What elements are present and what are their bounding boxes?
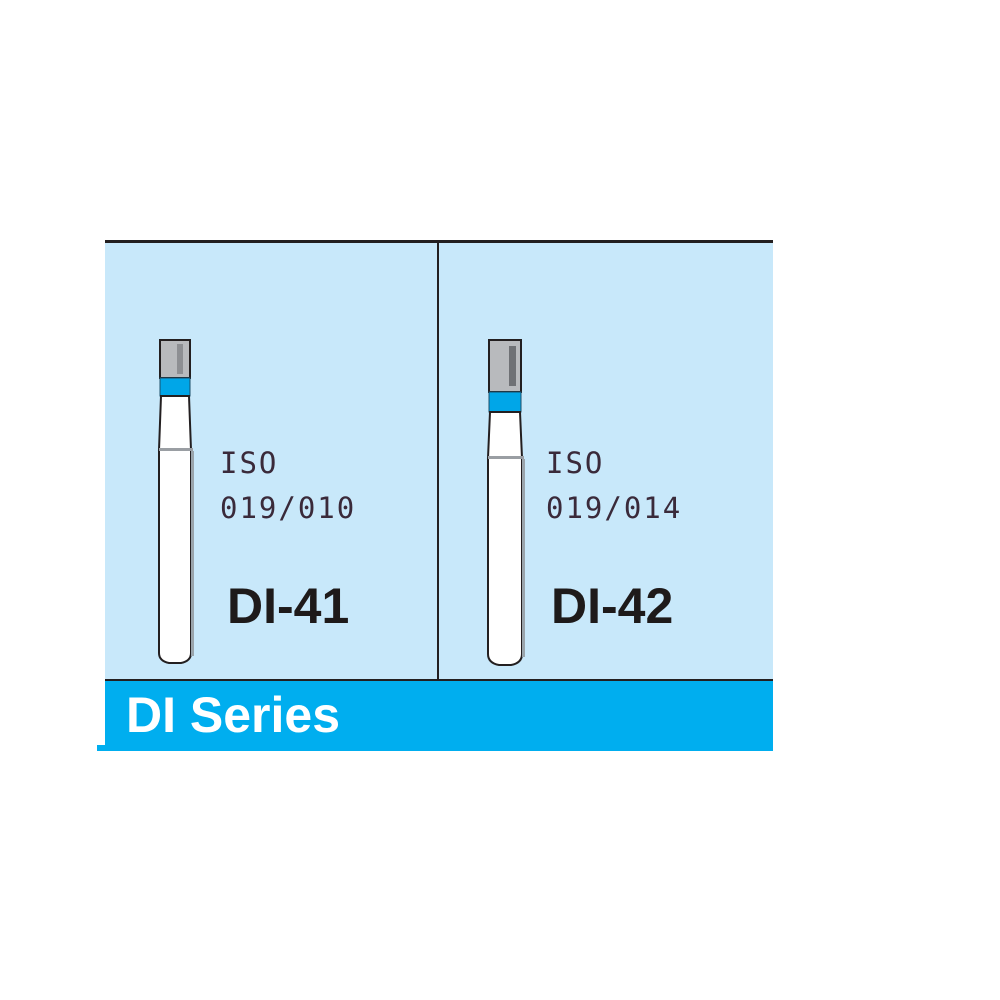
iso-label: ISO [220,446,279,480]
iso-code: 019/010 [220,491,357,525]
panel-bottom-rule [105,679,773,681]
band-corner-tab [97,745,107,751]
column-divider [437,240,439,681]
iso-code: 019/014 [546,491,683,525]
model-number: DI-42 [551,578,674,634]
model-number: DI-41 [227,578,350,634]
iso-label: ISO [546,446,605,480]
series-title: DI Series [126,687,341,743]
product-cell-di-41: ISO 019/010 DI-41 [105,243,437,679]
dental-bur-icon [157,339,194,664]
series-band: DI Series [105,681,773,751]
dental-bur-icon [486,339,525,666]
product-panel [105,240,773,681]
product-cell-di-42: ISO 019/014 DI-42 [439,243,773,679]
